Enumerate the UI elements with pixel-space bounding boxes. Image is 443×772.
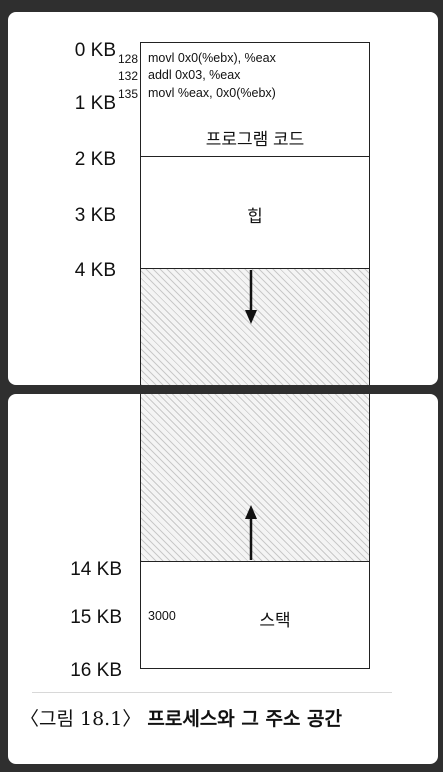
segment-code-label: 프로그램 코드: [205, 130, 305, 149]
caption-divider: [32, 692, 392, 693]
code-instr-1: movl 0x0(%ebx), %eax: [148, 51, 276, 65]
free-space-bottom: [141, 394, 369, 561]
line-4kb: [140, 268, 370, 269]
code-instr-3: movl %eax, 0x0(%ebx): [148, 86, 276, 100]
line-2kb: [140, 156, 370, 157]
figure-number: 〈그림 18.1〉: [20, 708, 142, 730]
segment-stack-label: 스택: [259, 611, 291, 630]
free-space-top: [141, 269, 369, 385]
line-14kb: [140, 561, 370, 562]
line-16kb: [140, 668, 370, 669]
heap-grows-down-arrow-icon: [245, 270, 257, 324]
line-0kb: [140, 42, 370, 43]
address-space-bottom-panel: 14 KB 15 KB 16 KB 3000 스택 〈그림 18.1〉 프로세스…: [8, 394, 438, 764]
label-0kb: 0 KB: [74, 40, 116, 61]
code-addr-3: 135: [118, 87, 139, 101]
code-addr-2: 132: [118, 69, 139, 83]
code-addr-1: 128: [118, 52, 139, 66]
label-4kb: 4 KB: [74, 260, 116, 281]
stack-grows-up-arrow-icon: [245, 505, 257, 560]
memory-box-top: [140, 42, 370, 385]
label-16kb: 16 KB: [70, 660, 122, 681]
label-2kb: 2 KB: [74, 149, 116, 170]
label-1kb: 1 KB: [74, 93, 116, 114]
code-instr-2: addl 0x03, %eax: [148, 68, 241, 82]
stack-value: 3000: [148, 609, 176, 623]
address-space-top-panel: 0 KB 1 KB 2 KB 3 KB 4 KB 128 movl 0x0(%e…: [8, 12, 438, 385]
figure-caption: 〈그림 18.1〉 프로세스와 그 주소 공간: [20, 704, 430, 731]
memory-box-bottom: [140, 394, 370, 669]
label-15kb: 15 KB: [70, 607, 122, 628]
segment-heap-label: 힙: [247, 207, 263, 226]
label-3kb: 3 KB: [74, 205, 116, 226]
label-14kb: 14 KB: [70, 559, 122, 580]
figure-title: 프로세스와 그 주소 공간: [147, 708, 343, 730]
